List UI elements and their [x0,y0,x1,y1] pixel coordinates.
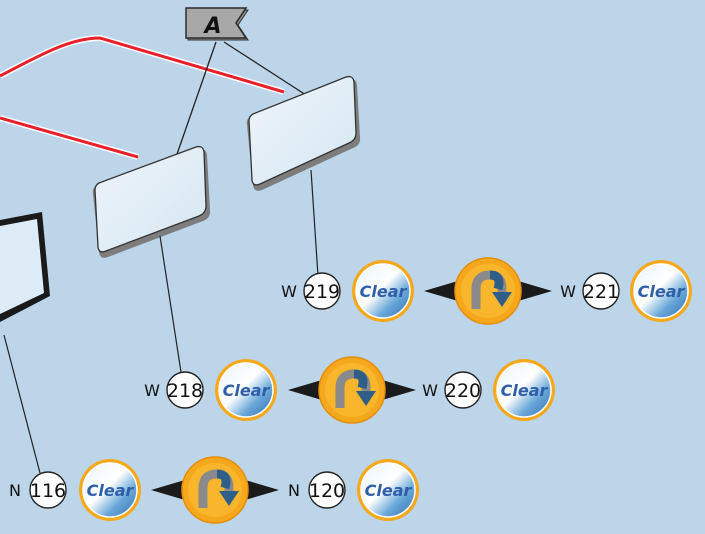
flag-connector-left [175,41,217,158]
swap-arrows-icon [151,456,279,524]
route-line-upper-red [0,36,285,94]
route-line-lower-red [0,116,139,159]
clear-label: Clear [638,282,686,301]
clear-label: Clear [223,381,271,400]
status-row: N 116 Clear N 120 Clear [9,456,419,524]
clear-badge [360,462,416,518]
direction-prefix: N [9,481,21,500]
number-badge [308,471,346,509]
flag-label: A [202,14,221,39]
direction-prefix: W [422,381,438,400]
clear-badge [82,462,138,518]
number-badge [444,371,482,409]
number-label: 218 [167,380,203,402]
leader-line-218 [159,235,182,373]
clear-badge [496,362,552,418]
clear-badge [633,263,689,319]
route-line-upper [0,34,285,95]
clear-badge [355,263,411,319]
clear-label: Clear [365,481,413,500]
number-badge [582,272,620,310]
clear-label: Clear [360,282,408,301]
number-label: 120 [309,480,345,502]
sign-panel-partial [0,212,50,322]
flag-connector-right [223,41,307,96]
number-badge [166,371,204,409]
swap-arrows-icon [424,257,552,325]
clear-label: Clear [501,381,549,400]
sign-panel-left [92,145,211,258]
number-label: 116 [30,480,66,502]
number-label: 220 [445,380,481,402]
swap-arrows-icon [288,356,416,424]
status-row: W 219 Clear W 221 Clear [281,257,692,325]
status-row: W 218 Clear W 220 Clear [144,356,555,424]
number-label: 221 [583,281,619,303]
direction-prefix: N [288,481,300,500]
flag-marker: A [185,7,249,41]
direction-prefix: W [144,381,160,400]
sign-panel-right [246,75,361,191]
clear-badge [218,362,274,418]
number-label: 219 [304,281,340,303]
leader-line-116 [3,334,41,474]
number-badge [303,272,341,310]
clear-label: Clear [87,481,135,500]
leader-line-219 [310,169,319,277]
direction-prefix: W [281,282,297,301]
number-badge [29,471,67,509]
direction-prefix: W [560,282,576,301]
